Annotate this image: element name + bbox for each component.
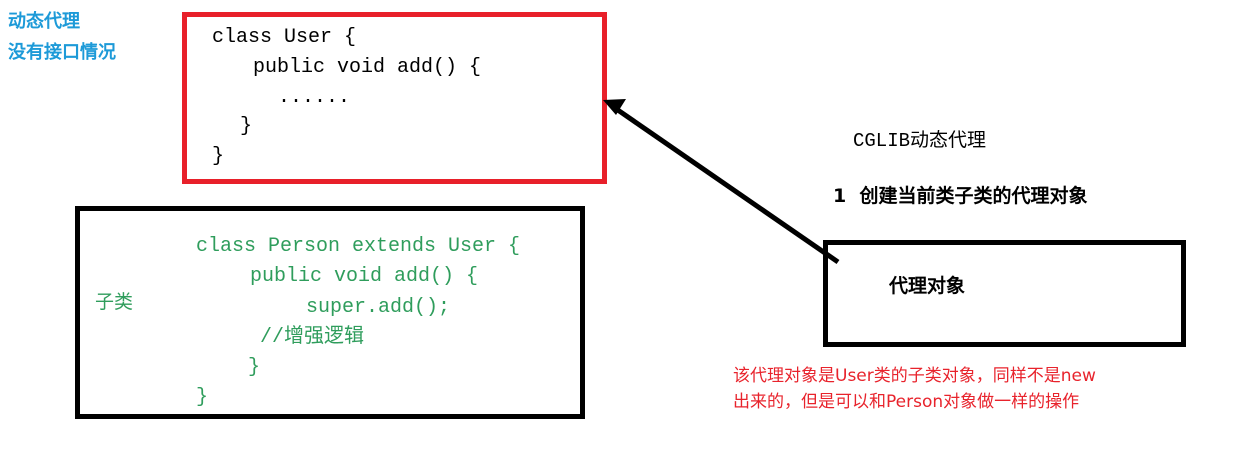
person-code-line: } — [196, 386, 209, 409]
user-code-line: class User { — [212, 26, 357, 49]
proxy-object-box — [823, 240, 1186, 347]
subclass-label: 子类 — [95, 291, 134, 313]
title-line-1: 动态代理 — [8, 11, 80, 32]
person-code-line: super.add(); — [306, 296, 451, 319]
note-line-1: 该代理对象是User类的子类对象，同样不是new — [733, 366, 1096, 386]
arrow-line — [610, 103, 840, 265]
note-line-2: 出来的，但是可以和Person对象做一样的操作 — [733, 392, 1080, 412]
person-code-line: class Person extends User { — [196, 235, 521, 258]
title-line-2: 没有接口情况 — [8, 42, 116, 63]
user-code-line: public void add() { — [253, 56, 482, 79]
cglib-title: CGLIB动态代理 — [853, 130, 987, 152]
proxy-object-label: 代理对象 — [889, 275, 966, 297]
person-code-line: public void add() { — [250, 265, 479, 288]
user-code-line: ...... — [278, 86, 351, 109]
user-code-line: } — [212, 145, 225, 168]
user-class-box — [182, 12, 607, 184]
person-class-box — [75, 206, 585, 419]
arrow-head-icon — [603, 99, 626, 115]
person-code-line: } — [248, 356, 261, 379]
person-code-line: //增强逻辑 — [260, 326, 365, 349]
user-code-line: } — [240, 115, 253, 138]
step-1: 1 创建当前类子类的代理对象 — [833, 185, 1088, 207]
